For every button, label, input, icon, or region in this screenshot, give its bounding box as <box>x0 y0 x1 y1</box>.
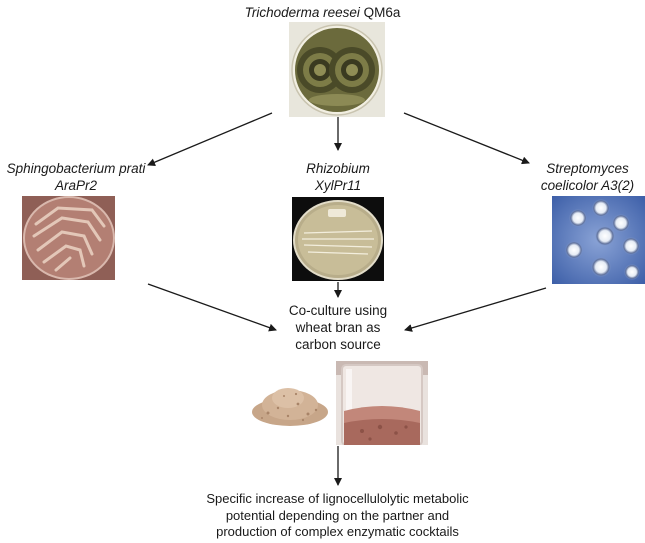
partner-left-line2: AraPr2 <box>54 178 98 193</box>
arrow-top-to-right <box>403 112 530 165</box>
partner-middle-line2: XylPr11 <box>314 178 362 193</box>
partner-left-line1: Sphingobacterium prati <box>6 161 146 176</box>
partner-right-label: Streptomyces coelicolor A3(2) <box>530 160 645 194</box>
result-line3: production of complex enzymatic cocktail… <box>216 524 459 539</box>
coculture-line3: carbon source <box>295 337 381 352</box>
top-species: Trichoderma reesei <box>244 5 360 20</box>
partner-middle-line1: Rhizobium <box>306 161 370 176</box>
trichoderma-plate-image <box>289 22 385 117</box>
arrow-right-to-coculture <box>404 287 547 332</box>
top-strain: QM6a <box>363 5 401 20</box>
result-label: Specific increase of lignocellulolytic m… <box>175 491 500 541</box>
coculture-line1: Co-culture using <box>288 303 388 318</box>
top-strain-label: Trichoderma reesei QM6a <box>200 4 445 21</box>
streptomyces-plate-image <box>552 196 645 284</box>
partner-middle-label: Rhizobium XylPr11 <box>288 160 388 194</box>
result-line1: Specific increase of lignocellulolytic m… <box>206 491 469 506</box>
result-line2: potential depending on the partner and <box>225 507 450 523</box>
partner-right-line2: coelicolor A3(2) <box>540 178 635 193</box>
coculture-label: Co-culture using wheat bran as carbon so… <box>270 302 406 353</box>
arrow-left-to-coculture <box>147 283 277 332</box>
arrow-top-to-left <box>147 112 273 166</box>
wheat-bran-image <box>248 378 330 428</box>
sphingobacterium-plate-image <box>22 196 115 280</box>
rhizobium-plate-image <box>292 197 384 281</box>
coculture-line2: wheat bran as <box>295 320 381 335</box>
partner-right-line1: Streptomyces <box>546 161 629 176</box>
partner-left-label: Sphingobacterium prati AraPr2 <box>0 160 152 194</box>
culture-flask-image <box>336 361 428 445</box>
